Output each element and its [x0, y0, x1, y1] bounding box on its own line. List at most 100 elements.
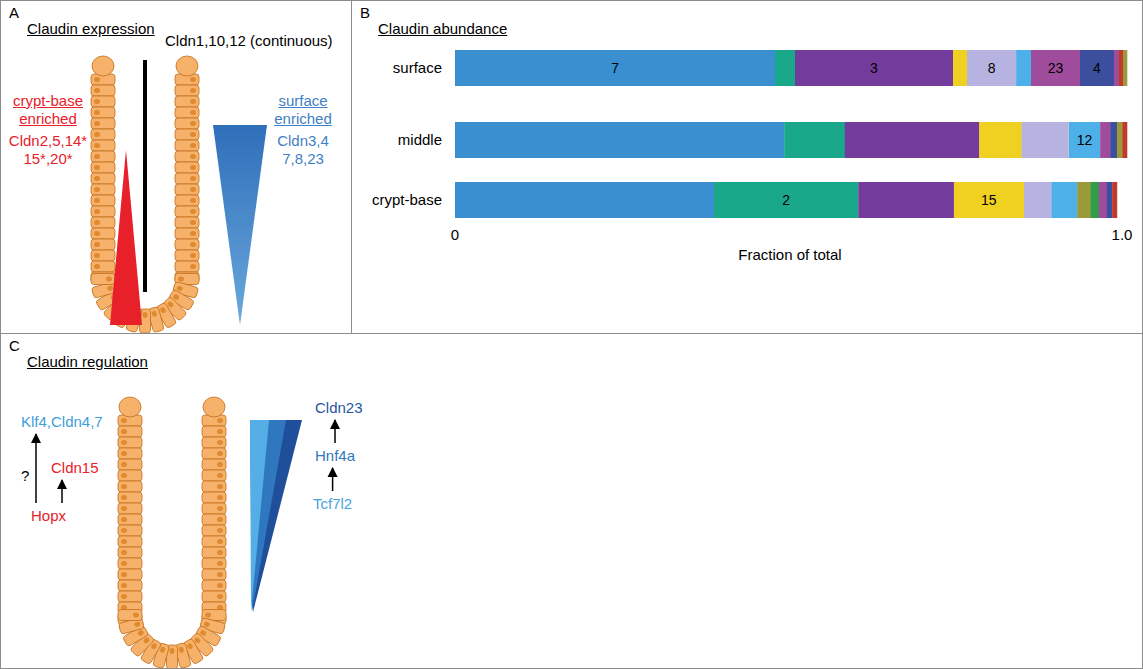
- regulation-arrow: [334, 420, 336, 443]
- epithelial-cell: [175, 107, 199, 118]
- claudin-number: 4: [1093, 60, 1101, 76]
- epithelial-cell: [202, 437, 226, 448]
- epithelial-cell: [91, 261, 115, 272]
- continuous-bar: [143, 60, 147, 292]
- epithelial-cell: [118, 547, 142, 558]
- label-holder: 0: [441, 226, 469, 244]
- text-label: Cldn3,4 7,8,23: [270, 132, 336, 168]
- claudin-number: 3: [870, 60, 878, 76]
- epithelial-cell: [175, 228, 199, 239]
- crypt-illustration: [91, 56, 199, 333]
- bar-segment: 23: [1031, 50, 1080, 86]
- gene-label: Tcf7l2: [310, 494, 355, 513]
- epithelial-cell: [118, 459, 142, 470]
- panel: BClaudin abundance73823412215: [351, 0, 1143, 334]
- bar-segment: [1021, 122, 1068, 158]
- bar-segment: [1107, 182, 1113, 218]
- epithelial-cell: [175, 96, 199, 107]
- epithelial-cell: [175, 261, 199, 272]
- label-holder: 1.0: [1105, 226, 1139, 244]
- panel: CClaudin regulationKlf4,Cldn4,7Cldn23Cld…: [0, 333, 1143, 669]
- epithelial-cell: [118, 580, 142, 591]
- epithelial-cell: [202, 536, 226, 547]
- epithelial-cell: [91, 129, 115, 140]
- epithelial-cell: [118, 558, 142, 569]
- epithelial-cell: [91, 85, 115, 96]
- surface-gradient: [213, 125, 267, 325]
- epithelial-cell: [202, 459, 226, 470]
- claudin-number: 23: [1048, 60, 1064, 76]
- bar-segments: [455, 50, 1127, 218]
- claudin-number: 12: [1077, 132, 1093, 148]
- panel-title: Claudin expression: [27, 20, 155, 37]
- bar-segment: [952, 50, 967, 86]
- panel-letter: A: [9, 4, 19, 21]
- label-holder: surface enriched: [270, 92, 336, 128]
- bar-segment: [1077, 182, 1091, 218]
- bar-segment: [1119, 50, 1123, 86]
- regulation-gradient: [250, 420, 286, 612]
- epithelial-cell: [91, 250, 115, 261]
- epithelial-cell: [118, 591, 142, 602]
- label-holder: ?: [21, 467, 29, 484]
- epithelial-cell: [118, 437, 142, 448]
- bar-segment: [455, 182, 714, 218]
- text-label: middle: [330, 131, 442, 149]
- villus-tip-cell: [92, 56, 114, 76]
- gene-label: Hnf4a: [312, 446, 358, 465]
- villus-tip-cell: [119, 397, 141, 417]
- bar-segment: 15: [954, 182, 1024, 218]
- crypt-illustration: [118, 397, 226, 669]
- epithelial-cell: [118, 448, 142, 459]
- epithelial-cell: [202, 426, 226, 437]
- regulation-arrow: [332, 468, 334, 491]
- epithelial-cell: [91, 274, 115, 285]
- label-holder: crypt-base enriched: [6, 92, 90, 128]
- bar-segment: [784, 122, 845, 158]
- bar-segment: [1100, 122, 1110, 158]
- bar-segment: [1117, 122, 1123, 158]
- bar-segment: 12: [1069, 122, 1101, 158]
- panel-letter: B: [360, 4, 370, 21]
- gene-name: Tcf7l2: [313, 495, 352, 512]
- regulation-arrow: [35, 434, 37, 503]
- bar-segment: [1122, 122, 1127, 158]
- bar-segment: [1099, 182, 1107, 218]
- epithelial-cell: [175, 151, 199, 162]
- regulation-gradient: [250, 420, 269, 612]
- villus-tip-cell: [176, 56, 198, 76]
- bar-segment: [1110, 122, 1117, 158]
- epithelial-cell: [91, 151, 115, 162]
- epithelial-cell: [118, 536, 142, 547]
- gene-label: Klf4,Cldn4,7: [18, 412, 106, 431]
- text-label: Cldn1,10,12 (continuous): [165, 32, 333, 50]
- epithelial-cell: [91, 107, 115, 118]
- epithelial-cell: [175, 184, 199, 195]
- text-label: crypt-base: [330, 191, 442, 209]
- epithelial-cell: [118, 470, 142, 481]
- bar-segment: [775, 50, 795, 86]
- gene-name: Hopx: [31, 507, 66, 524]
- bar-segment: [1052, 182, 1078, 218]
- epithelial-cell: [91, 118, 115, 129]
- bar-segment: 2: [714, 182, 859, 218]
- text-label: 0: [441, 226, 469, 244]
- label-holder: surface: [330, 59, 442, 77]
- epithelial-cell: [202, 448, 226, 459]
- villus-tip-cell: [203, 397, 225, 417]
- text-label: crypt-base enriched: [6, 92, 90, 128]
- bar-segment: [1024, 182, 1053, 218]
- epithelial-cell: [118, 514, 142, 525]
- gene-label: Cldn15: [48, 458, 102, 477]
- epithelial-cell: [202, 580, 226, 591]
- epithelial-cell: [202, 514, 226, 525]
- epithelial-cell: [91, 206, 115, 217]
- epithelial-cell: [91, 140, 115, 151]
- epithelial-cell: [91, 195, 115, 206]
- bar-segment: [858, 182, 954, 218]
- bar-segment: [1123, 50, 1127, 86]
- gene-name: Cldn23: [315, 399, 363, 416]
- bar-segment: [1114, 50, 1120, 86]
- text-label: Cldn2,5,14* 15*,20*: [6, 132, 90, 168]
